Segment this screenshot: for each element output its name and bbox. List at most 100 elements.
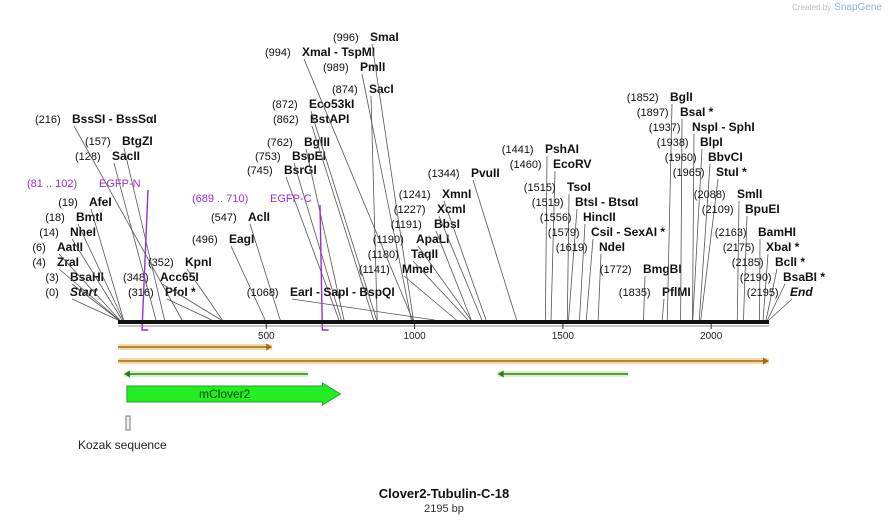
site-line-zrai	[58, 268, 120, 321]
tick-label-1500: 1500	[552, 331, 575, 342]
site-line-bcli	[765, 268, 778, 321]
site-name-acc65i: Acc65I	[160, 270, 199, 284]
site-name-pfoi: PfoI *	[165, 285, 196, 299]
feature-kozak-sequence	[125, 415, 131, 431]
site-position-eco53ki: (872)	[272, 99, 298, 111]
site-line-eco53ki	[310, 110, 378, 321]
site-line-acli	[249, 223, 281, 321]
site-name-tsoi: TsoI	[567, 180, 591, 194]
site-position-bsabi: (2190)	[740, 272, 772, 284]
site-line-bglii	[305, 148, 345, 321]
site-position-pvuii: (1344)	[428, 168, 460, 180]
site-name-btsi-bts-i: BtsI - BtsαI	[575, 195, 638, 209]
site-position-xcmi: (1227)	[394, 204, 426, 216]
site-position-sacii: (128)	[75, 151, 101, 163]
site-name-acli: AclI	[248, 210, 270, 224]
site-position-xbai: (2175)	[723, 242, 755, 254]
site-name-saci: SacI	[369, 82, 394, 96]
site-line-bsahi	[71, 283, 120, 321]
site-line-eari-sapi-bspqi	[291, 298, 435, 321]
orf-arrowhead-0	[266, 343, 273, 351]
orf-arrowhead-2	[123, 370, 130, 378]
site-line-xbai	[762, 253, 769, 321]
site-name-btgzi: BtgZI	[122, 134, 153, 148]
site-line-ndei	[597, 253, 602, 321]
site-position-apali: (1190)	[373, 234, 404, 246]
site-line-bstapi	[311, 125, 375, 321]
site-position-bsai: (1897)	[637, 107, 669, 119]
site-line-smai	[371, 43, 414, 321]
site-position-aatii: (6)	[32, 242, 45, 254]
orf-arrowhead-1	[763, 357, 769, 365]
site-line-start	[71, 298, 119, 321]
site-position-start: (0)	[45, 287, 58, 299]
site-name-afei: AfeI	[89, 195, 112, 209]
site-line-pmli	[361, 73, 412, 321]
site-name-csii-sexai: CsiI - SexAI *	[591, 225, 665, 239]
site-name-bpuei: BpuEI	[745, 202, 780, 216]
site-name-bsssi-bsss-i: BssSI - BssSαI	[72, 112, 157, 126]
site-position-acc65i: (348)	[123, 272, 149, 284]
site-name-bspei: BspEI	[292, 149, 326, 163]
site-line-bgli	[666, 103, 673, 321]
site-name-ecorv: EcoRV	[553, 157, 591, 171]
site-line-tsoi	[566, 193, 570, 321]
site-position-btsi-bts-i: (1519)	[532, 197, 564, 209]
backbone	[118, 320, 769, 324]
site-line-blpi	[692, 148, 703, 321]
feature-label-kozak-sequence: Kozak sequence	[78, 438, 167, 452]
site-position-eagi: (496)	[192, 234, 218, 246]
site-position-bgli: (1852)	[627, 92, 659, 104]
site-line-mmei	[403, 275, 457, 321]
site-name-eco53ki: Eco53kI	[309, 97, 354, 111]
site-position-tsoi: (1515)	[524, 182, 556, 194]
site-position-bglii: (762)	[267, 137, 293, 149]
site-name-bbvci: BbvCI	[708, 150, 743, 164]
site-position-pshai: (1441)	[502, 144, 534, 156]
site-name-xcmi: XcmI	[437, 202, 466, 216]
site-position-pmli: (989)	[323, 62, 349, 74]
site-position-xmai-tspmi: (994)	[265, 47, 291, 59]
site-position-stui: (1965)	[673, 167, 705, 179]
site-line-bmti	[77, 223, 124, 321]
site-line-bsabi	[767, 283, 786, 321]
site-line-bsssi-bsss-i	[73, 125, 183, 321]
snapgene-logo: SnapGene	[834, 2, 882, 13]
site-name-blpi: BlpI	[700, 135, 723, 149]
site-position-csii-sexai: (1579)	[548, 227, 580, 239]
site-name-bsrgi: BsrGI	[284, 163, 317, 177]
site-line-bbvci	[698, 163, 711, 321]
site-name-pshai: PshAI	[545, 142, 579, 156]
site-line-afei	[90, 208, 125, 321]
primer-mark-egfp-n	[141, 189, 149, 331]
site-name-smli: SmlI	[737, 187, 762, 201]
site-line-kpni	[186, 268, 223, 321]
tick-label-1000: 1000	[403, 331, 426, 342]
site-position-zrai: (4)	[32, 257, 45, 269]
site-position-nspi-sphi: (1937)	[649, 122, 681, 134]
site-line-sacii	[113, 162, 157, 321]
primer-range-egfp-c: (689 .. 710)	[192, 193, 248, 205]
site-position-pflmi: (1835)	[619, 287, 651, 299]
site-position-nhei: (14)	[39, 227, 59, 239]
site-name-nspi-sphi: NspI - SphI	[692, 120, 755, 134]
site-position-smli: (2088)	[694, 189, 726, 201]
site-position-bstapi: (862)	[273, 114, 299, 126]
site-position-blpi: (1938)	[657, 137, 689, 149]
site-position-bbsi: (1191)	[391, 219, 422, 231]
site-line-pvuii	[472, 179, 517, 321]
site-line-bsrgi	[285, 176, 340, 321]
site-name-xmni: XmnI	[442, 187, 471, 201]
created-by-label: Created by	[792, 3, 832, 12]
plasmid-length: 2195 bp	[424, 503, 464, 515]
site-name-bstapi: BstAPI	[310, 112, 349, 126]
site-line-bbsi	[435, 230, 472, 321]
site-name-ndei: NdeI	[599, 240, 625, 254]
site-position-mmei: (1141)	[359, 264, 390, 276]
site-name-bmgbi: BmgBI	[643, 262, 682, 276]
site-line-xmni	[443, 200, 487, 321]
site-name-bgli: BglI	[670, 90, 693, 104]
site-name-eari-sapi-bspqi: EarI - SapI - BspQI	[290, 285, 395, 299]
site-line-saci	[370, 95, 378, 321]
